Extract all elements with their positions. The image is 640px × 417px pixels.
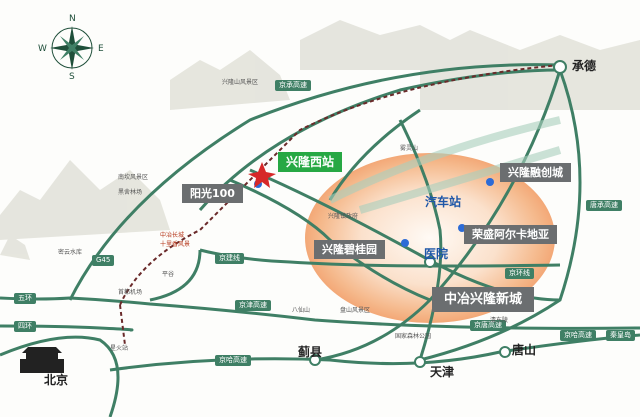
station-marker-icon — [248, 162, 276, 188]
tag-yangguang100: 阳光100 — [182, 184, 243, 203]
poi-panshan: 盘山风景区 — [340, 307, 371, 314]
poi-qingdongling: 清东陵 — [490, 317, 509, 324]
inner-routes — [328, 116, 562, 214]
compass-n: N — [69, 14, 76, 24]
road-jingtang: 京唐高速 — [470, 320, 506, 331]
road-jinghuan: 京环线 — [505, 268, 534, 279]
rail-dashed — [119, 64, 561, 306]
poi-nanhou: 南坎风景区 — [118, 174, 149, 181]
road-jingjiangaosu: 京津高速 — [235, 300, 271, 311]
beijing-arc — [0, 335, 120, 417]
label-hospital: 医院 — [424, 247, 449, 261]
poi-wulingshan: 雾灵山 — [400, 145, 419, 152]
city-tianjin: 天津 — [430, 365, 455, 379]
road-jinghagaosu: 京哈高速 — [215, 355, 251, 366]
poi-xinghuo: 星火站 — [110, 345, 129, 352]
poi-shoudujichang: 首都机场 — [118, 289, 143, 296]
city-tangshan: 唐山 — [512, 343, 537, 357]
city-jixian: 蓟县 — [298, 345, 323, 359]
tag-xinglong-rongchuang: 兴隆融创城 — [500, 163, 571, 182]
compass-icon — [50, 26, 94, 70]
tag-biguiyuan: 兴隆碧桂园 — [314, 240, 385, 259]
road-pinggu: 平谷 — [162, 271, 175, 278]
city-nodes — [309, 60, 567, 368]
poi-xinglongzhen: 兴隆镇政府 — [328, 213, 359, 220]
core-area-halo — [305, 153, 555, 323]
compass-s: S — [69, 72, 75, 82]
city-chengde: 承德 — [572, 59, 597, 73]
label-bus-station: 汽车站 — [425, 195, 462, 209]
compass-e: E — [98, 44, 104, 54]
road-jinghagaosu2: 京哈高速 — [560, 330, 596, 341]
tag-rongsheng: 荣盛阿尔卡地亚 — [464, 225, 557, 244]
poi-xingyunfengjing: 兴隆山风景区 — [222, 79, 259, 86]
road-sihuan: 四环 — [14, 321, 36, 332]
city-beijing: 北京 — [44, 373, 69, 387]
tag-xinglong-west-station: 兴隆西站 — [278, 152, 343, 172]
poi-shili: 十里香风景 — [160, 241, 191, 248]
road-jingchenggaosu: 京承高速 — [275, 80, 311, 91]
poi-miyun: 密云水库 — [58, 249, 83, 256]
compass-w: W — [38, 44, 47, 54]
poi-guojiasenlin: 国家森林公园 — [395, 333, 432, 340]
road-g45: G45 — [92, 255, 115, 266]
tag-zhongye-xinglong: 中冶兴隆新城 — [432, 287, 535, 312]
road-wuhuan: 五环 — [14, 293, 36, 304]
rail-dashed-2 — [119, 304, 126, 346]
poi-heixi: 黑舍林场 — [118, 189, 143, 196]
road-qinhuangdao: 秦皇岛 — [606, 330, 635, 341]
poi-zhongye-changcheng: 中冶长城 — [160, 232, 185, 239]
poi-bajilaoshan: 八仙山 — [292, 307, 311, 314]
road-tangchenggaosu: 唐承高速 — [586, 200, 622, 211]
tiananmen-icon — [20, 347, 64, 373]
road-jingjian: 京建线 — [215, 253, 244, 264]
